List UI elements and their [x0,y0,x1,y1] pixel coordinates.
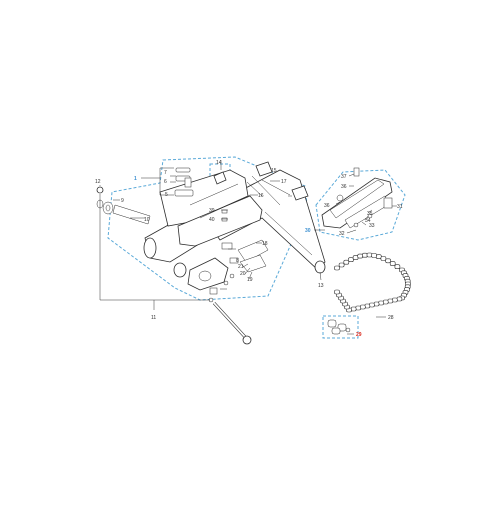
callout-33: 33 [369,223,375,229]
chain-link [338,262,345,268]
chain-link [396,296,403,302]
callout-19: 19 [247,277,253,283]
leader-lines [99,160,397,335]
callout-14: 14 [216,160,222,166]
chain-link [350,306,357,312]
callout-1: 1 [134,176,137,182]
callout-labels: 1 5 6 7 8 9 10 11 12 13 14 15 16 17 18 1… [95,160,403,338]
callout-11: 11 [151,315,156,321]
chain-link [389,261,396,266]
chain-joint-group-outline [322,315,359,339]
pivot-bolt-11 [208,297,252,345]
callout-18: 18 [262,241,268,247]
chain-slider-parts [187,239,269,295]
bracket-parts-5-7 [174,167,194,197]
callout-7: 7 [164,170,167,176]
chain-link [348,257,354,263]
callout-29: 29 [356,332,362,338]
chain-link [375,254,382,259]
chain-link [385,258,391,264]
chain-link [378,300,384,306]
chain-link [357,253,364,259]
drive-chain [334,252,411,313]
callout-10: 10 [144,217,150,223]
callout-17: 17 [281,179,287,185]
callout-36-upper: 36 [341,184,347,190]
callout-30: 30 [305,228,311,234]
callout-36-lower: 36 [324,203,330,209]
callout-6: 6 [164,179,167,185]
chain-master-link [327,319,351,335]
chain-link [355,305,362,311]
callout-5: 5 [165,192,168,198]
callout-15: 15 [271,168,277,174]
chain-guide [321,167,393,229]
chain-link [343,259,350,265]
callout-8: 8 [236,258,239,264]
callout-16: 16 [258,193,264,199]
callout-13: 13 [318,283,324,289]
chain-link [382,299,389,305]
callout-21: 21 [238,264,244,270]
chain-link [373,301,380,307]
pivot-bushings [96,186,151,225]
chain-link [366,252,373,258]
chain-link [352,255,359,260]
pin-14 [213,171,227,185]
chain-link [359,304,366,310]
callout-12: 12 [95,179,101,185]
chain-link [369,302,375,308]
callout-32: 32 [339,231,345,237]
chain-link [371,253,377,258]
chain-adjusters [246,161,309,206]
chain-guide-group-outline [315,169,406,241]
chain-link [334,265,340,271]
callout-28: 28 [388,315,394,321]
chain-link [362,252,368,258]
chain-link [334,289,340,295]
callout-40: 40 [209,217,215,223]
callout-35: 35 [367,211,373,217]
callout-20: 20 [240,271,246,277]
callout-31: 31 [397,204,403,210]
callout-34: 34 [365,218,371,224]
callout-37: 37 [341,174,347,180]
callout-9: 9 [121,198,124,204]
callout-39: 39 [209,208,215,214]
chain-link [387,298,394,304]
chain-link [380,256,387,261]
chain-link [394,264,401,270]
